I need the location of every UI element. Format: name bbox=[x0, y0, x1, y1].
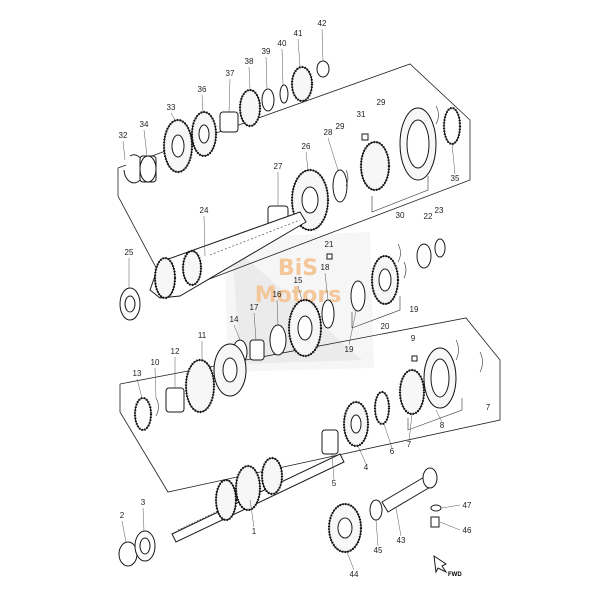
callout-35: 35 bbox=[451, 174, 460, 183]
callout-22: 22 bbox=[424, 212, 433, 221]
callout-24: 24 bbox=[200, 206, 209, 215]
callout-47: 47 bbox=[463, 501, 472, 510]
leader-lines bbox=[121, 28, 461, 571]
nut-23 bbox=[434, 238, 446, 258]
callout-33: 33 bbox=[167, 103, 176, 112]
callout-4: 4 bbox=[364, 463, 369, 472]
callout-31: 31 bbox=[357, 110, 366, 119]
callout-8: 8 bbox=[440, 421, 445, 430]
synchro-ring-19 bbox=[350, 280, 366, 312]
spring-29 bbox=[345, 169, 349, 187]
collar-37 bbox=[219, 111, 239, 133]
callout-18: 18 bbox=[321, 263, 330, 272]
callout-46: 46 bbox=[463, 526, 472, 535]
callout-29b: 29 bbox=[377, 98, 386, 107]
key-21 bbox=[326, 253, 333, 260]
callout-19b: 19 bbox=[410, 305, 419, 314]
callout-6: 6 bbox=[390, 447, 395, 456]
bushing-17 bbox=[249, 339, 265, 361]
lower-left-gears bbox=[133, 343, 247, 432]
callout-39: 39 bbox=[262, 47, 271, 56]
callout-43: 43 bbox=[397, 536, 406, 545]
callout-37: 37 bbox=[226, 69, 235, 78]
callout-19a: 19 bbox=[345, 345, 354, 354]
callout-17: 17 bbox=[250, 303, 259, 312]
callout-16: 16 bbox=[273, 290, 282, 299]
needle-bearing-5 bbox=[321, 429, 339, 455]
bearing-39 bbox=[261, 88, 275, 112]
callout-1: 1 bbox=[252, 527, 257, 536]
washer-47 bbox=[430, 504, 442, 512]
callout-40: 40 bbox=[278, 39, 287, 48]
reverse-idler-assembly: FWD bbox=[327, 467, 462, 578]
callout-7a: 7 bbox=[407, 440, 412, 449]
washer-2 bbox=[118, 541, 138, 567]
callout-21: 21 bbox=[325, 240, 334, 249]
callout-25: 25 bbox=[125, 248, 134, 257]
washer-22 bbox=[416, 243, 432, 269]
callout-7b: 7 bbox=[486, 403, 491, 412]
callout-14: 14 bbox=[230, 315, 239, 324]
main-shaft-assembly bbox=[118, 339, 483, 567]
callout-30: 30 bbox=[396, 211, 405, 220]
callout-23: 23 bbox=[435, 206, 444, 215]
key-9 bbox=[411, 355, 418, 362]
callout-2: 2 bbox=[120, 511, 125, 520]
callout-27: 27 bbox=[274, 162, 283, 171]
callout-3: 3 bbox=[141, 498, 146, 507]
synchro-ring-28 bbox=[332, 169, 348, 203]
callout-44: 44 bbox=[350, 570, 359, 579]
upper-assembly-frame bbox=[117, 63, 471, 295]
washer-40 bbox=[279, 84, 289, 104]
fwd-arrow-icon bbox=[433, 554, 448, 574]
callout-36: 36 bbox=[198, 85, 207, 94]
callout-12: 12 bbox=[171, 347, 180, 356]
key-31 bbox=[361, 133, 369, 141]
callout-45: 45 bbox=[374, 546, 383, 555]
callout-11: 11 bbox=[198, 331, 207, 340]
callout-29a: 29 bbox=[336, 122, 345, 131]
callout-41: 41 bbox=[294, 29, 303, 38]
callout-10: 10 bbox=[151, 358, 160, 367]
fwd-label: FWD bbox=[448, 572, 462, 578]
spring-7 bbox=[479, 351, 483, 373]
callout-42: 42 bbox=[318, 19, 327, 28]
callout-26: 26 bbox=[302, 142, 311, 151]
callout-9: 9 bbox=[411, 334, 416, 343]
callout-20: 20 bbox=[381, 322, 390, 331]
lower-assembly-frame bbox=[119, 317, 501, 493]
watermark-line1: BiS bbox=[278, 256, 318, 281]
callout-5: 5 bbox=[332, 479, 337, 488]
bearing-12 bbox=[165, 387, 185, 413]
input-shaft-assembly bbox=[119, 211, 446, 365]
spring-10 bbox=[155, 397, 159, 417]
nut-42 bbox=[316, 60, 330, 78]
callout-32: 32 bbox=[119, 131, 128, 140]
washer-45 bbox=[369, 499, 383, 521]
callout-labels: 1 2 3 4 5 6 7 7 8 9 10 11 12 13 14 15 16… bbox=[119, 19, 491, 579]
callout-34: 34 bbox=[140, 120, 149, 129]
bolt-46 bbox=[430, 516, 440, 528]
ring-18 bbox=[321, 299, 335, 329]
bearing-16 bbox=[269, 324, 287, 356]
top-gear-train bbox=[123, 60, 462, 232]
callout-28: 28 bbox=[324, 128, 333, 137]
callout-38: 38 bbox=[245, 57, 254, 66]
callout-13: 13 bbox=[133, 369, 142, 378]
callout-15: 15 bbox=[294, 276, 303, 285]
